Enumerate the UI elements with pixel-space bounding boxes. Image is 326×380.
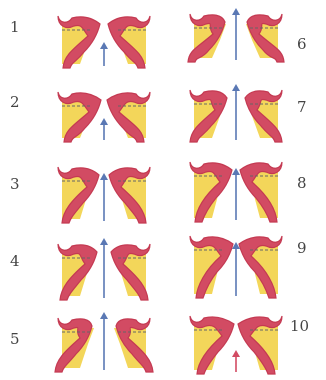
stage-panel [190, 162, 282, 222]
airflow-arrowhead [100, 312, 108, 319]
airflow-arrowhead [100, 173, 108, 180]
stage-panel [58, 238, 150, 300]
stage-label: 9 [297, 241, 307, 256]
stage-label: 4 [10, 254, 20, 269]
stage-panel [58, 16, 150, 68]
stage-label: 5 [10, 332, 20, 347]
stage-label: 2 [10, 95, 20, 110]
airflow-arrowhead [232, 168, 240, 175]
stage-panel [58, 92, 150, 142]
airflow-arrowhead [100, 238, 108, 245]
airflow-arrowhead [232, 84, 240, 91]
stage-label: 7 [297, 100, 307, 115]
airflow-arrowhead [100, 118, 108, 125]
airflow-arrowhead [232, 8, 240, 15]
stage-label: 8 [297, 176, 307, 191]
stage-panel [190, 236, 282, 298]
stage-panel [190, 316, 282, 374]
stage-panel [190, 84, 282, 142]
airflow-arrowhead [100, 42, 108, 49]
stage-label: 6 [297, 37, 307, 52]
airflow-arrowhead [232, 350, 240, 357]
stage-panel [55, 312, 153, 372]
stage-panel [58, 167, 150, 223]
stage-label: 1 [10, 20, 20, 35]
stage-label: 3 [10, 177, 20, 192]
stage-label: 10 [290, 319, 309, 334]
stage-panel [188, 8, 284, 62]
